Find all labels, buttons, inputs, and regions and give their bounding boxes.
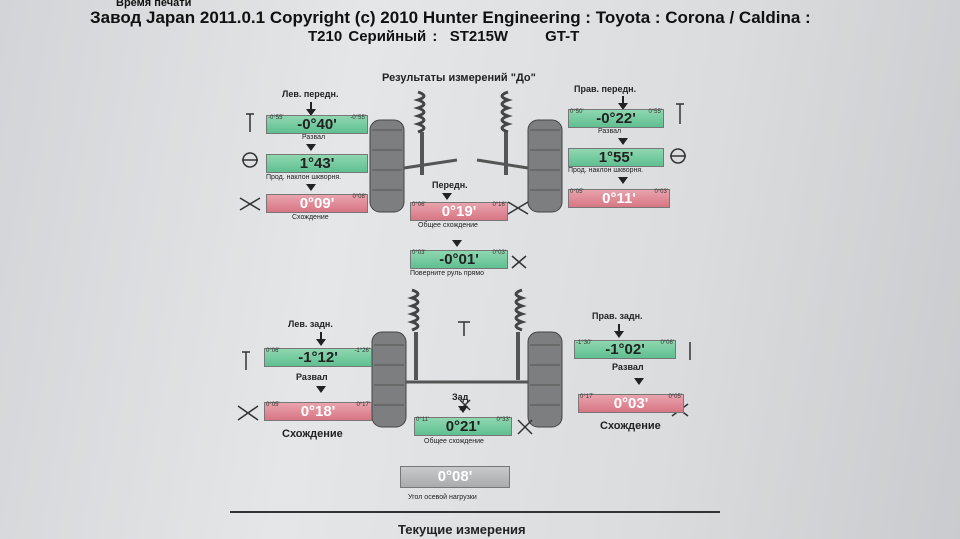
front-right-camber-value: -0°22' [596, 110, 636, 127]
rear-right-toe-caption: Схождение [600, 420, 661, 432]
front-right-toe-gauge: 0°05' 0°03' 0°11' [568, 189, 670, 208]
rear-left-camber-value: -1°12' [298, 349, 338, 366]
front-total-toe-caption: Общее схождение [418, 222, 478, 229]
front-left-toe-gauge: 0°08' 0°09' [266, 194, 368, 213]
front-right-label: Прав. передн. [574, 84, 637, 94]
front-suspension-drawing [237, 90, 691, 435]
tick-max: 0°33' [496, 417, 510, 423]
front-right-caster-caption: Прод. наклон шкворня. [568, 167, 644, 174]
rear-right-camber-gauge: -1°30' 0°06' -1°02' [574, 340, 676, 359]
rear-left-label: Лев. задн. [288, 319, 333, 329]
front-right-toe-value: 0°11' [602, 190, 636, 207]
rear-right-toe-value: 0°03' [613, 395, 649, 412]
tick-max: 0°06' [660, 340, 674, 346]
rear-right-camber-value: -1°02' [605, 341, 645, 358]
arrow-down-icon [634, 378, 644, 385]
front-right-camber-gauge: 0°50' 0°55' -0°22' [568, 109, 664, 128]
front-thrust-gauge: 0°03' 0°03' -0°01' [410, 250, 508, 269]
rear-right-camber-caption: Развал [612, 362, 644, 372]
rear-total-toe-caption: Общее схождение [424, 438, 484, 445]
rear-left-toe-caption: Схождение [282, 428, 343, 440]
front-left-caster-caption: Прод. наклон шкворня. [266, 174, 342, 181]
thrust-angle-gauge: 0°08' [400, 466, 510, 488]
rear-right-toe-gauge: 0°17' 0°05' 0°03' [578, 394, 684, 413]
tick-min: -1°30' [576, 340, 592, 346]
front-left-camber-gauge: -0°55' -0°55' -0°40' [266, 115, 368, 134]
arrow-down-icon [458, 406, 468, 413]
arrow-down-icon [618, 177, 628, 184]
tick-max: 0°08' [352, 194, 366, 200]
front-total-toe-value: 0°19' [441, 203, 477, 220]
tick-min: 0°11' [416, 417, 430, 423]
section-divider [230, 511, 720, 513]
arrow-stem [618, 324, 620, 332]
arrow-down-icon [442, 193, 452, 200]
rear-left-camber-gauge: 0°06' -1°26' -1°12' [264, 348, 372, 367]
front-left-toe-value: 0°09' [299, 195, 335, 212]
rear-total-toe-gauge: 0°11' 0°33' 0°21' [414, 417, 512, 436]
front-thrust-value: -0°01' [439, 251, 479, 268]
arrow-stem [320, 332, 322, 340]
tick-min: 0°50' [570, 109, 584, 115]
measurements-before-panel: Результаты измерений "До" [232, 70, 691, 539]
thrust-angle-caption: Угол осевой нагрузки [408, 494, 477, 501]
tick-max: 0°03' [492, 250, 506, 256]
tick-max: 0°03' [654, 189, 668, 195]
arrow-down-icon [306, 109, 316, 116]
tick-max: -1°26' [354, 348, 370, 354]
arrow-stem [622, 96, 624, 104]
rear-total-toe-value: 0°21' [445, 418, 481, 435]
rear-left-toe-value: 0°18' [300, 403, 336, 420]
arrow-down-icon [618, 138, 628, 145]
front-total-toe-gauge: 0°06' 0°16' 0°19' [410, 202, 508, 221]
tick-max: 0°16' [492, 202, 506, 208]
rear-right-label: Прав. задн. [592, 311, 643, 321]
tick-min: 0°05' [266, 402, 280, 408]
tick-min: 0°17' [580, 394, 594, 400]
tick-min: 0°05' [570, 189, 584, 195]
front-right-caster-value: 1°55' [598, 149, 634, 166]
tick-min: 0°03' [412, 250, 426, 256]
tick-min: 0°06' [412, 202, 426, 208]
front-thrust-caption: Поверните руль прямо [410, 270, 485, 277]
front-total-label: Передн. [432, 180, 468, 190]
arrow-down-icon [306, 184, 316, 191]
front-right-camber-caption: Развал [598, 128, 622, 135]
arrow-down-icon [614, 331, 624, 338]
print-time-label: Время печати [116, 0, 192, 9]
arrow-down-icon [316, 386, 326, 393]
tick-min: 0°06' [266, 348, 280, 354]
front-right-caster-gauge: 1°55' [568, 148, 664, 167]
tick-max: 0°05' [668, 394, 682, 400]
serial-value: ST215W [449, 28, 509, 45]
front-left-camber-caption: Развал [302, 134, 326, 141]
thrust-angle-value: 0°08' [437, 468, 473, 485]
header-line-2: T210 Серийный : ST215W GT-T [308, 28, 960, 45]
front-left-camber-value: -0°40' [297, 116, 337, 133]
front-left-toe-caption: Схождение [292, 214, 329, 221]
arrow-down-icon [452, 240, 462, 247]
trim-value: GT-T [545, 28, 580, 45]
front-left-caster-value: 1°43' [299, 155, 335, 172]
model-serial-label: T210 Серийный : [308, 28, 438, 45]
arrow-down-icon [316, 339, 326, 346]
tick-max: -0°55' [350, 115, 366, 121]
front-left-label: Лев. передн. [282, 89, 339, 99]
arrow-down-icon [618, 103, 628, 110]
current-measurements-title: Текущие измерения [398, 522, 526, 537]
rear-left-camber-caption: Развал [296, 372, 328, 382]
rear-left-toe-gauge: 0°05' 0°17' 0°18' [264, 402, 372, 421]
tick-min: -0°55' [268, 115, 284, 121]
tick-max: 0°17' [356, 402, 370, 408]
header-line-1: Завод Japan 2011.0.1 Copyright (c) 2010 … [90, 8, 811, 27]
arrow-down-icon [306, 144, 316, 151]
report-title: Результаты измерений "До" [382, 72, 536, 84]
arrow-stem [310, 102, 312, 110]
front-left-caster-gauge: 1°43' [266, 154, 368, 173]
rear-total-label: Зад [452, 392, 469, 402]
tick-max: 0°55' [648, 109, 662, 115]
